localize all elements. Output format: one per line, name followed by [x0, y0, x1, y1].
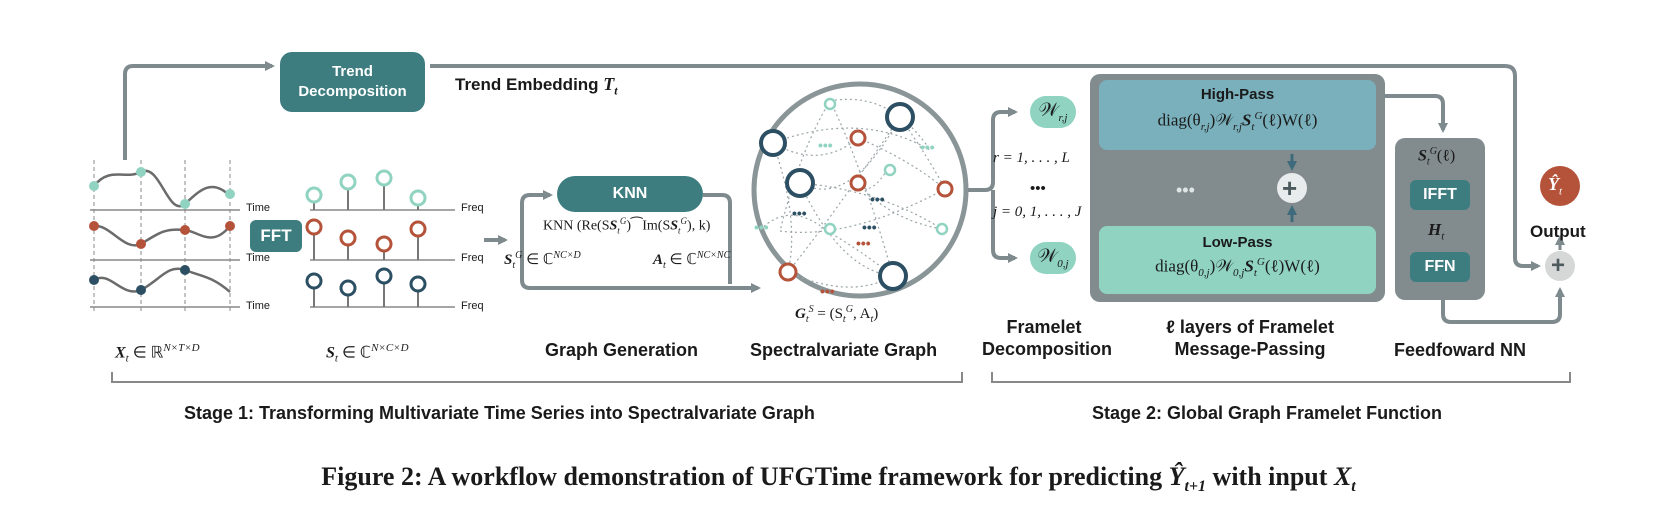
ffn-input-label: StG(ℓ) — [1418, 146, 1456, 168]
freq-axis-label-2: Freq — [461, 252, 484, 264]
hidden-state-label: Ht — [1428, 220, 1445, 243]
low-pass-box — [1099, 226, 1376, 294]
figure-caption: Figure 2: A workflow demonstration of UF… — [321, 462, 1356, 496]
high-pass-formula: diag(θr,j)𝒲r,jStG(ℓ)W(ℓ) — [1157, 110, 1318, 134]
j-range-label: j = 0, 1, . . . , J — [993, 204, 1082, 220]
stage2-label: Stage 2: Global Graph Framelet Function — [1092, 403, 1443, 423]
fft-label: FFT — [260, 226, 292, 245]
spectralvariate-graph-title: Spectralvariate Graph — [750, 340, 938, 360]
low-pass-title: Low-Pass — [1202, 234, 1273, 251]
high-pass-box — [1099, 80, 1376, 150]
svg-text:•••: ••• — [818, 137, 833, 153]
spectral-tensor-label: St ∈ ℂN×C×D — [326, 342, 409, 365]
spectralvariate-graph: ••• ••• ••• ••• ••• ••• ••• ••• — [751, 81, 969, 299]
svg-text:•••: ••• — [862, 219, 877, 235]
arrow-input-to-trend — [123, 61, 275, 160]
output-plus-circle — [1545, 251, 1575, 281]
knn-label: KNN — [612, 185, 648, 202]
aggregation-plus — [1277, 173, 1307, 203]
w-rj-symbol: 𝒲 — [1038, 100, 1059, 122]
output-y-label: Ŷt — [1548, 174, 1563, 198]
fft-box: FFT — [250, 220, 302, 252]
knn-formula: KNN (Re(SStG)⁀Im(SStG), k) — [543, 216, 711, 236]
arrow-to-graph — [520, 240, 761, 293]
feedforward-nn-title: Feedfoward NN — [1394, 340, 1527, 360]
arrow-trend-to-output — [430, 64, 1541, 271]
arrow-graph-to-framelet — [968, 107, 1018, 192]
ifft-box: IFFT — [1410, 180, 1470, 210]
svg-text:•••: ••• — [920, 139, 935, 155]
ffn-label: FFN — [1424, 258, 1456, 275]
ffn-box: FFN — [1410, 252, 1470, 282]
svg-text:•••: ••• — [754, 219, 769, 235]
adjacency-tensor-label: At ∈ ℂNC×NC — [653, 250, 731, 271]
sg-tensor-label: StG ∈ ℂNC×D — [504, 250, 581, 271]
output-circle — [1540, 166, 1580, 206]
trend-box-line2: Decomposition — [298, 83, 407, 100]
time-axis-label-3: Time — [246, 300, 271, 312]
output-plus-sign: + — [1551, 252, 1566, 279]
trend-embedding-label: Trend Embedding Tt — [455, 74, 618, 98]
high-pass-title: High-Pass — [1200, 86, 1275, 103]
frequency-stem-plots — [305, 169, 455, 308]
output-label: Output — [1530, 222, 1586, 241]
w-0j-box: 𝒲0,j — [1030, 242, 1076, 274]
time-axis-label-2: Time — [246, 252, 271, 264]
w-rj-box: 𝒲r,j — [1030, 96, 1076, 128]
input-tensor-label: Xt ∈ ℝN×T×D — [115, 342, 200, 365]
ifft-label: IFFT — [1423, 186, 1457, 203]
framelet-dots: ••• — [1030, 180, 1046, 197]
r-range-label: r = 1, . . . , L — [993, 150, 1070, 166]
arrow-knn-out — [703, 193, 732, 284]
trend-decomposition-box: Trend Decomposition — [280, 52, 425, 112]
time-axis-label-1: Time — [246, 202, 271, 214]
freq-axis-label-1: Freq — [461, 202, 484, 214]
svg-text:•••: ••• — [820, 283, 835, 299]
svg-text:•••: ••• — [792, 205, 807, 221]
svg-text:•••: ••• — [856, 235, 871, 251]
stage2-bracket — [991, 372, 1571, 383]
stage1-label: Stage 1: Transforming Multivariate Time … — [184, 403, 815, 423]
svg-text:•••: ••• — [870, 191, 885, 207]
arrow-to-knn — [520, 190, 553, 240]
low-pass-formula: diag(θ0,j)𝒲0,jStG(ℓ)W(ℓ) — [1155, 256, 1320, 280]
w-0j-symbol: 𝒲 — [1037, 246, 1058, 268]
graph-generation-title: Graph Generation — [545, 340, 699, 360]
stage1-bracket — [111, 372, 963, 383]
aggregation-plus-sign: + — [1282, 173, 1298, 203]
graph-formula: GtS = (StG, At) — [795, 304, 879, 325]
freq-axis-label-3: Freq — [461, 300, 484, 312]
knn-box: KNN — [557, 176, 703, 212]
time-series-plots — [89, 160, 240, 312]
message-passing-dots: ••• — [1176, 180, 1195, 200]
trend-box-line1: Trend — [332, 63, 373, 80]
